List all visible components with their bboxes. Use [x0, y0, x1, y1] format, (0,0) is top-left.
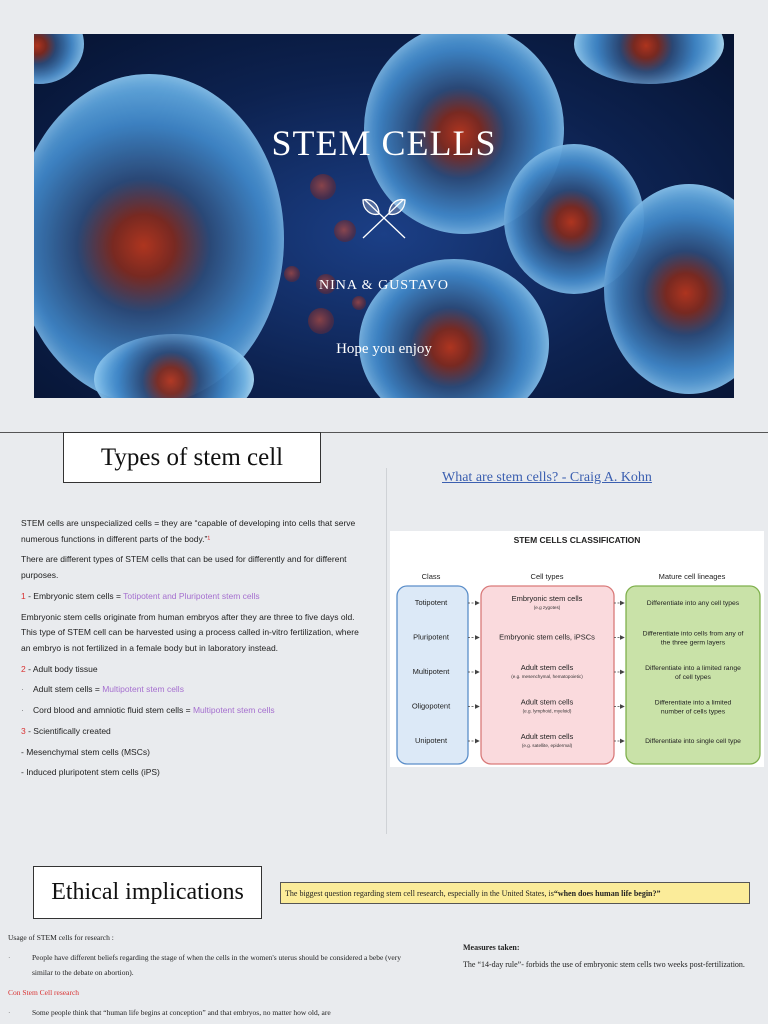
- cell-dot: [308, 308, 334, 334]
- cell-dot: [352, 296, 366, 310]
- class-box: [396, 585, 469, 765]
- cell-type-label: Embryonic stem cells: [512, 594, 583, 603]
- cell-type-example: (e.g. mesenchymal, hematopoietic): [511, 674, 583, 679]
- slide-authors: NINA & GUSTAVO: [318, 278, 450, 293]
- cell-image: [359, 259, 549, 398]
- cell-image: [604, 184, 734, 394]
- cord-blood-item: ·Cord blood and amniotic fluid stem cell…: [21, 703, 366, 719]
- stem-cell-classification-diagram: STEM CELLS CLASSIFICATION Class Cell typ…: [390, 531, 764, 767]
- lineage-label: the three germ layers: [661, 640, 726, 647]
- class-label: Multipotent: [413, 667, 451, 676]
- bullet-icon: ·: [8, 1008, 11, 1017]
- class-label: Unipotent: [415, 736, 448, 745]
- cell-type-label: Adult stem cells: [521, 698, 574, 707]
- class-label: Pluripotent: [413, 633, 450, 642]
- cell-type-example: (e.g zygotes): [534, 605, 561, 610]
- lineage-label: Differentiate into single cell type: [645, 738, 741, 745]
- cell-type-label: Embryonic stem cells, iPSCs: [499, 633, 595, 642]
- cell-type-label: Adult stem cells: [521, 732, 574, 741]
- conception-item: ·Some people think that “human life begi…: [8, 1006, 403, 1020]
- scientific-item: 3 - Scientifically created: [21, 725, 111, 736]
- measures-text: The “14-day rule”- forbids the use of em…: [463, 960, 745, 970]
- usage-heading: Usage of STEM cells for research :: [8, 933, 114, 942]
- slide-title: STEM CELLS: [271, 123, 497, 163]
- adult-stem-cells-item: ·Adult stem cells = Multipotent stem cel…: [21, 682, 366, 698]
- section-title-ethics: Ethical implications: [33, 866, 262, 919]
- cell-image: [574, 34, 724, 84]
- class-label: Totipotent: [415, 598, 448, 607]
- diagram-heading: STEM CELLS CLASSIFICATION: [514, 535, 641, 545]
- cell-dot: [316, 274, 336, 294]
- cell-dot: [284, 266, 300, 282]
- slide-divider: [0, 432, 768, 433]
- leaf-emblem-icon: [362, 198, 406, 239]
- cell-image: [34, 34, 84, 84]
- question-bold: “when does human life begin?”: [553, 888, 661, 898]
- lineage-label: Differentiate into cells from any of: [643, 631, 744, 638]
- diagram-col-lineages: Mature cell lineages: [659, 572, 726, 581]
- intro-paragraph: STEM cells are unspecialized cells = the…: [21, 518, 356, 544]
- types-body-text: STEM cells are unspecialized cells = the…: [21, 516, 366, 786]
- measures-block: Measures taken: The “14-day rule”- forbi…: [463, 940, 748, 972]
- column-divider: [386, 468, 387, 834]
- section-title-types: Types of stem cell: [63, 432, 321, 483]
- question-highlight: The biggest question regarding stem cell…: [280, 882, 750, 904]
- lineage-label: of cell types: [675, 674, 711, 681]
- con-heading: Con Stem Cell research: [8, 987, 80, 997]
- lineage-box: [625, 585, 761, 765]
- cell-image: [94, 334, 254, 398]
- lineage-label: Differentiate into a limited: [655, 700, 732, 707]
- bullet-icon: ·: [21, 705, 24, 716]
- lineage-label: number of cells types: [661, 709, 726, 716]
- slide-tagline: Hope you enjoy: [336, 341, 432, 357]
- title-slide: STEM CELLS NINA & GUSTAVO Hope you enjoy: [34, 34, 734, 398]
- cell-types-box: [480, 585, 615, 765]
- cell-type-example: (e.g. lymphoid, myeloid): [523, 709, 572, 714]
- cell-dot: [334, 220, 356, 242]
- embryonic-item: 1 - Embryonic stem cells = Totipotent an…: [21, 590, 260, 601]
- measures-title: Measures taken:: [463, 943, 520, 952]
- video-link[interactable]: What are stem cells? - Craig A. Kohn: [442, 470, 652, 485]
- ethics-body-text: Usage of STEM cells for research : ·Peop…: [8, 931, 403, 1020]
- footnote-ref: ¹: [207, 533, 211, 544]
- lineage-label: Differentiate into any cell types: [647, 600, 740, 607]
- embryonic-description: Embryonic stem cells originate from huma…: [21, 611, 359, 654]
- diagram-col-types: Cell types: [531, 572, 564, 581]
- cell-type-label: Adult stem cells: [521, 663, 574, 672]
- adult-tissue-item: 2 - Adult body tissue: [21, 663, 98, 674]
- bullet-icon: ·: [8, 953, 11, 963]
- beliefs-item: ·People have different beliefs regarding…: [8, 953, 402, 977]
- classification-svg: STEM CELLS CLASSIFICATION Class Cell typ…: [396, 535, 761, 765]
- ips-item: - Induced pluripotent stem cells (iPS): [21, 767, 160, 778]
- diagram-col-class: Class: [422, 572, 441, 581]
- types-paragraph: There are different types of STEM cells …: [21, 554, 347, 581]
- cell-dot: [310, 174, 336, 200]
- class-label: Oligopotent: [412, 702, 451, 711]
- mscs-item: - Mesenchymal stem cells (MSCs): [21, 746, 150, 757]
- bullet-icon: ·: [21, 684, 24, 695]
- cell-type-example: (e.g. satellite, epidermal): [522, 743, 573, 748]
- lineage-label: Differentiate into a limited range: [645, 665, 741, 672]
